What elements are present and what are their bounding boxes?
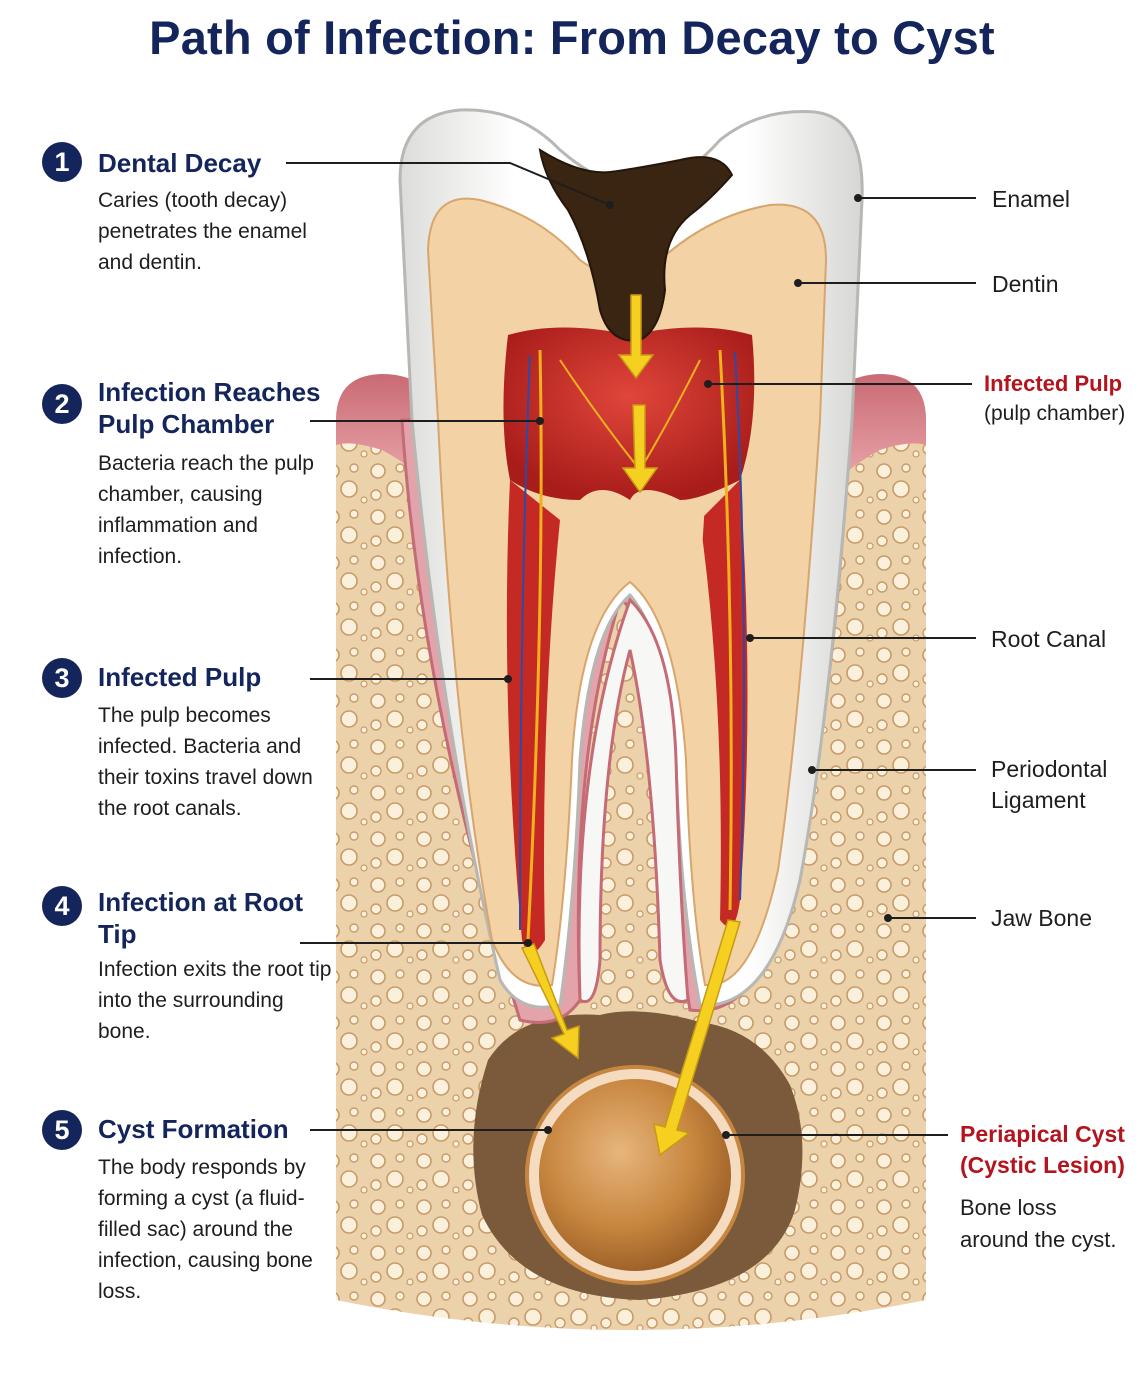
label-infected-pulp-sub: (pulp chamber) [984,402,1126,425]
inter-root-dentin [560,485,705,640]
step-description: Bacteria reach the pulp chamber, causing… [98,452,314,568]
step-badge: 4 [42,886,82,926]
label-jaw-bone: Jaw Bone [991,905,1093,931]
step-badge: 5 [42,1110,82,1150]
infection-arrows [520,294,741,1157]
label-enamel: Enamel [992,186,1070,212]
label-dentin: Dentin [992,271,1059,297]
step-title: Infection at Root Tip [98,887,304,949]
step-description: Infection exits the root tip into the su… [98,958,332,1043]
step-title: Dental Decay [98,148,262,178]
label-periapical-cyst: Periapical Cyst (Cystic Lesion) [960,1121,1125,1178]
step-badge: 3 [42,658,82,698]
label-infected-pulp: Infected Pulp [984,371,1123,396]
step-description: The pulp becomes infected. Bacteria and … [98,704,313,820]
step-title: Infection Reaches Pulp Chamber [98,377,321,439]
label-root-canal: Root Canal [991,626,1107,652]
leader-step-1 [286,162,611,206]
step-description: Caries (tooth decay) penetrates the enam… [98,189,307,274]
label-periapical-description: Bone loss around the cyst. [960,1195,1117,1252]
decay-cavity [538,147,734,342]
step-title: Infected Pulp [98,662,262,692]
step-description: The body responds by forming a cyst (a f… [98,1156,313,1303]
root-canal-right [700,480,748,927]
diagram-title: Path of Infection: From Decay to Cyst [149,11,995,64]
step-badge: 1 [42,142,82,182]
label-periodontal-ligament: Periodontal Ligament [991,756,1108,813]
step-title: Cyst Formation [98,1114,289,1144]
step-badge: 2 [42,384,82,424]
inter-root-ligament [577,597,690,1004]
